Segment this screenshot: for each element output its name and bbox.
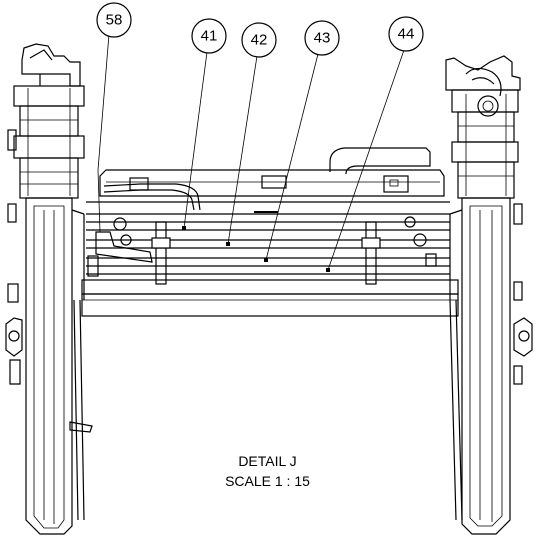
leader-lines (97, 33, 405, 272)
balloon-44: 44 (388, 16, 424, 52)
balloon-43: 43 (304, 20, 340, 56)
balloon-44-label: 44 (398, 26, 415, 43)
balloon-43-label: 43 (314, 30, 331, 47)
balloon-58-label: 58 (106, 12, 123, 29)
balloon-41-label: 41 (201, 28, 218, 45)
carriage (81, 147, 459, 317)
detail-scale: SCALE 1 : 15 (225, 473, 310, 489)
detail-title: DETAIL J (238, 453, 297, 469)
left-upright (5, 43, 93, 535)
balloon-41: 41 (191, 18, 227, 54)
balloon-42-label: 42 (251, 32, 268, 49)
balloon-42: 42 (241, 22, 277, 58)
balloon-58: 58 (96, 2, 132, 38)
right-upright (445, 55, 533, 535)
